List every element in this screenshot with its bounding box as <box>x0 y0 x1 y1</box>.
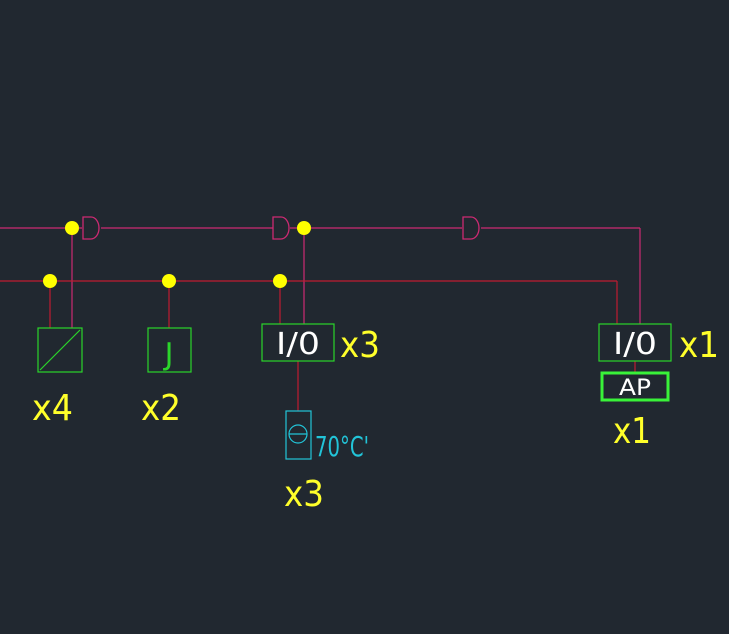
temp-detector-qty: x3 <box>284 474 324 515</box>
j-module-symbol: J <box>163 337 174 372</box>
ap-module-label: AP <box>619 376 651 401</box>
loop-line <box>0 227 641 328</box>
temp-detector-rating: 70°C' <box>315 430 369 463</box>
io-module-1-qty: x3 <box>340 325 380 366</box>
junction-dot <box>43 274 57 288</box>
ap-module-qty: x1 <box>613 411 651 452</box>
io-module-1: I/0 x3 <box>261 323 380 366</box>
io-module-2-label: I/0 <box>613 327 657 362</box>
junction-dot <box>273 274 287 288</box>
j-module-qty: x2 <box>141 388 181 429</box>
ap-module: AP x1 <box>600 371 670 452</box>
io-module-2-qty: x1 <box>679 325 719 366</box>
junction-dots <box>43 221 311 288</box>
junction-dot <box>162 274 176 288</box>
junction-dot <box>297 221 311 235</box>
slash-module: x4 <box>32 327 83 429</box>
diagonal-slash-icon <box>39 329 81 371</box>
isolator-icon <box>462 216 480 240</box>
junction-dot <box>65 221 79 235</box>
io-module-1-label: I/0 <box>276 327 320 362</box>
temp-detector: 70°C' x3 <box>284 410 369 515</box>
isolator-icon <box>272 216 290 240</box>
j-module: J x2 <box>141 327 192 429</box>
bus-line <box>0 280 636 411</box>
isolator-icon <box>82 216 100 240</box>
heat-detector-icon <box>288 424 308 444</box>
io-module-2: I/0 x1 <box>598 323 719 366</box>
slash-module-qty: x4 <box>32 388 73 429</box>
